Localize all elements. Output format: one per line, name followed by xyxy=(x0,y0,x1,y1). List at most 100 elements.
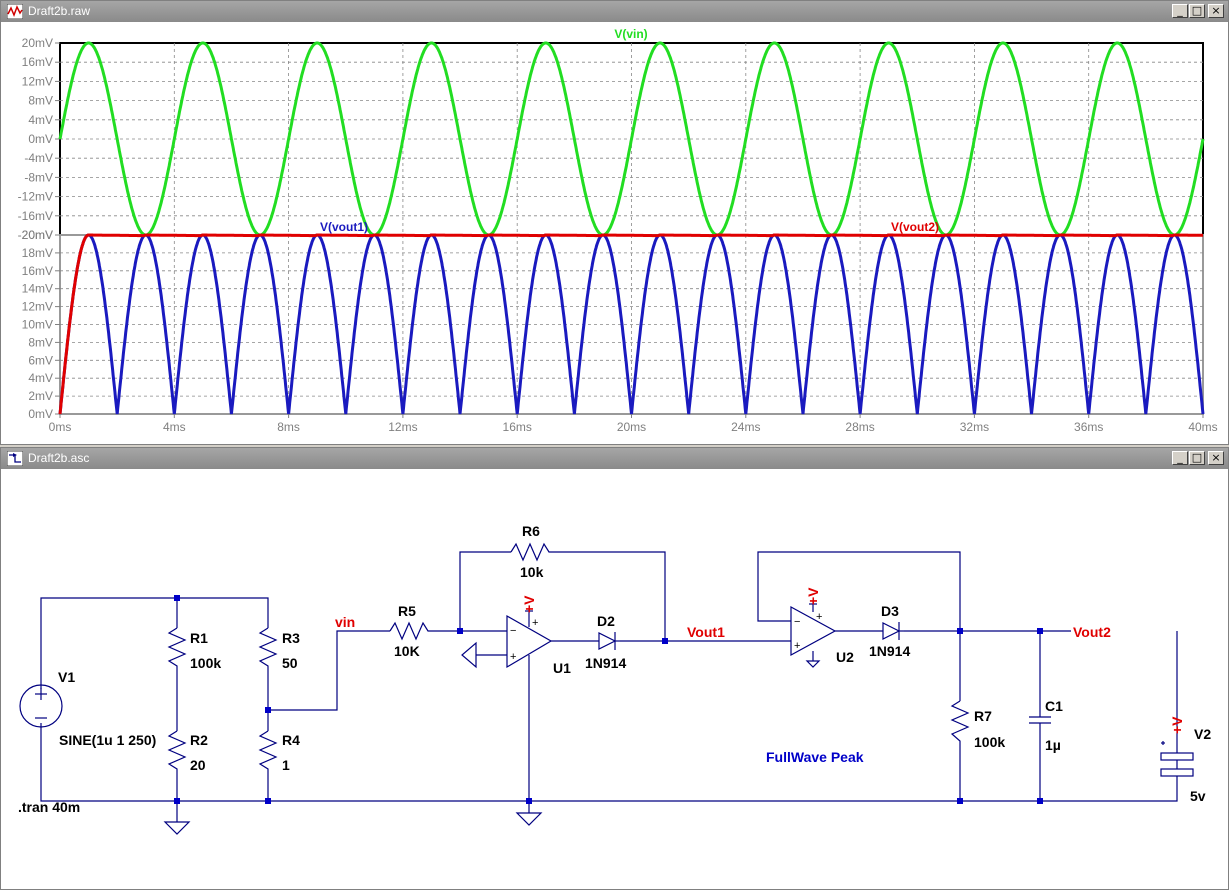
vout2-trace-label[interactable]: V(vout2) xyxy=(891,220,939,234)
wire[interactable] xyxy=(757,551,961,631)
schematic-window-title: Draft2b.asc xyxy=(28,451,90,465)
y-tick-label: 20mV xyxy=(22,228,53,242)
schematic-canvas[interactable]: −+ + −+ + V1 SINE(1u 1 250) R1 100k R2 2… xyxy=(1,469,1228,889)
wire[interactable] xyxy=(459,551,511,631)
x-tick-label: 36ms xyxy=(1074,420,1103,434)
vout2-trace[interactable] xyxy=(58,233,1203,415)
x-tick-label: 40ms xyxy=(1188,420,1217,434)
minimize-button[interactable]: _ xyxy=(1172,4,1188,18)
junction-dot xyxy=(174,595,180,601)
r1-name[interactable]: R1 xyxy=(190,630,208,646)
r3-value[interactable]: 50 xyxy=(282,655,298,671)
schematic-title-bar[interactable]: Draft2b.asc _ □ × xyxy=(1,448,1228,469)
r5-value[interactable]: 10K xyxy=(394,643,420,659)
r7-value[interactable]: 100k xyxy=(974,734,1005,750)
maximize-button[interactable]: □ xyxy=(1189,451,1205,465)
r3-name[interactable]: R3 xyxy=(282,630,300,646)
d3-name[interactable]: D3 xyxy=(881,603,899,619)
v2-name[interactable]: V2 xyxy=(1194,726,1211,742)
wire[interactable] xyxy=(268,630,390,711)
wire[interactable] xyxy=(40,597,269,689)
r3-symbol[interactable] xyxy=(258,627,278,671)
v1-source-symbol[interactable] xyxy=(19,684,63,728)
d3-diode-symbol[interactable] xyxy=(882,622,904,640)
x-tick-label: 12ms xyxy=(388,420,417,434)
waveform-title-bar[interactable]: Draft2b.raw _ □ × xyxy=(1,1,1228,22)
r7-name[interactable]: R7 xyxy=(974,708,992,724)
net-label-vout1[interactable]: Vout1 xyxy=(687,624,725,640)
d2-diode-symbol[interactable] xyxy=(598,632,620,650)
wire[interactable] xyxy=(555,551,666,641)
y-tick-label: 18mV xyxy=(22,246,53,260)
waveform-window-icon xyxy=(7,4,23,19)
v1-name[interactable]: V1 xyxy=(58,669,75,685)
ground-icon xyxy=(805,660,821,668)
waveform-window-title: Draft2b.raw xyxy=(28,4,91,18)
c1-value[interactable]: 1µ xyxy=(1045,737,1061,753)
r4-symbol[interactable] xyxy=(258,730,278,773)
minimize-button[interactable]: _ xyxy=(1172,451,1188,465)
r6-name[interactable]: R6 xyxy=(522,523,540,539)
r2-value[interactable]: 20 xyxy=(190,757,206,773)
r7-symbol[interactable] xyxy=(950,700,970,751)
comment-text[interactable]: FullWave Peak xyxy=(766,749,864,765)
vin-trace[interactable] xyxy=(58,41,1205,237)
u1-name[interactable]: U1 xyxy=(553,660,571,676)
junction-dot xyxy=(662,638,668,644)
vout-pane[interactable]: 20mV18mV16mV14mV12mV10mV8mV6mV4mV2mV0mV … xyxy=(22,220,1218,434)
v2-source-symbol[interactable] xyxy=(1160,631,1194,779)
c1-capacitor-symbol[interactable] xyxy=(1029,716,1051,724)
c1-name[interactable]: C1 xyxy=(1045,698,1063,714)
spice-directive[interactable]: .tran 40m xyxy=(18,799,80,815)
maximize-button[interactable]: □ xyxy=(1189,4,1205,18)
x-tick-label: 16ms xyxy=(503,420,532,434)
u1-opamp-symbol[interactable] xyxy=(506,614,553,669)
x-tick-label: 28ms xyxy=(845,420,874,434)
d2-name[interactable]: D2 xyxy=(597,613,615,629)
v2-value[interactable]: 5v xyxy=(1190,788,1206,804)
y-tick-label: -4mV xyxy=(24,151,53,165)
junction-dot xyxy=(457,628,463,634)
y-tick-label: 16mV xyxy=(22,55,53,69)
vout1-trace-label[interactable]: V(vout1) xyxy=(320,220,368,234)
y-tick-label: 12mV xyxy=(22,300,53,314)
vin-pane[interactable]: 20mV16mV12mV8mV4mV0mV-4mV-8mV-12mV-16mV-… xyxy=(18,27,1205,242)
y-tick-label: 6mV xyxy=(28,353,53,367)
r6-value[interactable]: 10k xyxy=(520,564,544,580)
v1-value[interactable]: SINE(1u 1 250) xyxy=(59,732,156,748)
r4-name[interactable]: R4 xyxy=(282,732,300,748)
close-button[interactable]: × xyxy=(1208,451,1224,465)
r5-name[interactable]: R5 xyxy=(398,603,416,619)
r2-name[interactable]: R2 xyxy=(190,732,208,748)
junction-dot xyxy=(265,707,271,713)
y-tick-label: 12mV xyxy=(22,74,53,88)
vin-trace-label[interactable]: V(vin) xyxy=(614,27,647,41)
vout-pane-grid xyxy=(55,234,1203,415)
x-tick-label: 8ms xyxy=(277,420,300,434)
y-tick-label: -8mV xyxy=(24,170,53,184)
d3-value[interactable]: 1N914 xyxy=(869,643,910,659)
x-tick-label: 24ms xyxy=(731,420,760,434)
r1-value[interactable]: 100k xyxy=(190,655,221,671)
vout1-trace[interactable] xyxy=(58,233,1205,415)
r6-symbol[interactable] xyxy=(510,542,555,562)
schematic-window: Draft2b.asc _ □ × xyxy=(0,447,1229,890)
u2-name[interactable]: U2 xyxy=(836,649,854,665)
ground-icon xyxy=(515,812,543,826)
r4-value[interactable]: 1 xyxy=(282,757,290,773)
close-button[interactable]: × xyxy=(1208,4,1224,18)
svg-text:+: + xyxy=(510,651,516,663)
schematic-window-icon xyxy=(7,451,23,466)
net-label-vout2[interactable]: Vout2 xyxy=(1073,624,1111,640)
d2-value[interactable]: 1N914 xyxy=(585,655,626,671)
r1-symbol[interactable] xyxy=(167,627,187,671)
r5-symbol[interactable] xyxy=(389,621,431,641)
net-label-vin[interactable]: vin xyxy=(335,614,355,630)
junction-dot xyxy=(1037,798,1043,804)
waveform-plot-area[interactable]: 20mV16mV12mV8mV4mV0mV-4mV-8mV-12mV-16mV-… xyxy=(1,22,1228,444)
svg-text:+: + xyxy=(532,617,538,629)
r2-symbol[interactable] xyxy=(167,730,187,773)
wire[interactable] xyxy=(40,723,1178,802)
u2-opamp-symbol[interactable] xyxy=(790,605,837,657)
y-tick-label: -12mV xyxy=(18,190,53,204)
